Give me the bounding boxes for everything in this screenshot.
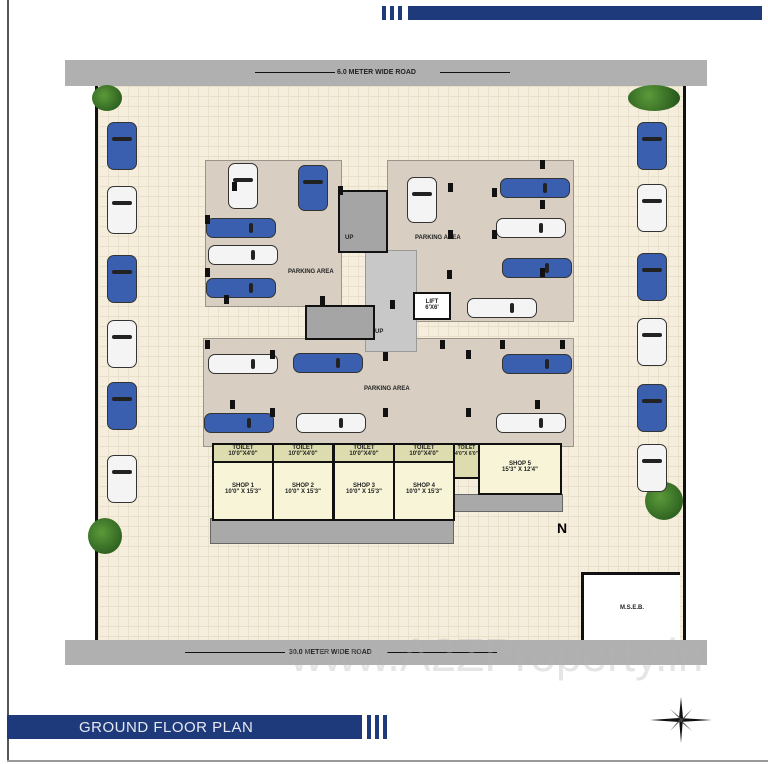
shop-frontage-strip (210, 518, 454, 544)
parking-label-right: PARKING AREA (415, 235, 461, 241)
car-icon (204, 413, 274, 433)
tree-icon (92, 85, 122, 111)
car-icon (208, 354, 278, 374)
compass-rose-icon (650, 697, 712, 743)
column (492, 230, 497, 239)
car-icon (208, 245, 278, 265)
staircase-upper: UP (338, 190, 388, 253)
column (492, 188, 497, 197)
car-icon (298, 165, 328, 211)
page-frame-left (7, 0, 9, 762)
column (540, 268, 545, 277)
car-icon (407, 177, 437, 223)
column (270, 350, 275, 359)
tree-icon (628, 85, 680, 111)
bottom-road: 30.0 METER WIDE ROAD (65, 640, 707, 665)
column (500, 340, 505, 349)
car-icon (637, 253, 667, 301)
north-label: N (557, 520, 568, 536)
car-icon (293, 353, 363, 373)
column (448, 183, 453, 192)
car-icon (502, 258, 572, 278)
top-road-label: 6.0 METER WIDE ROAD (337, 69, 416, 76)
tree-icon (88, 518, 122, 554)
column (447, 270, 452, 279)
top-banner (382, 6, 762, 20)
staircase-lower: UP (305, 305, 383, 340)
column (232, 182, 237, 191)
plan-title: GROUND FLOOR PLAN (79, 719, 254, 736)
car-icon (107, 122, 137, 170)
bottom-road-label: 30.0 METER WIDE ROAD (289, 649, 372, 656)
column (338, 186, 343, 195)
car-icon (637, 318, 667, 366)
car-icon (107, 382, 137, 430)
column (448, 230, 453, 239)
car-icon (206, 218, 276, 238)
car-icon (496, 413, 566, 433)
column (205, 268, 210, 277)
parking-label-center: PARKING AREA (364, 386, 410, 392)
car-icon (496, 218, 566, 238)
column (230, 400, 235, 409)
car-icon (637, 384, 667, 432)
page-frame-bottom (7, 760, 768, 762)
lift: LIFT 6'X6' (413, 292, 451, 320)
column (540, 160, 545, 169)
column (224, 295, 229, 304)
car-icon (296, 413, 366, 433)
column (205, 340, 210, 349)
car-icon (107, 255, 137, 303)
car-icon (107, 186, 137, 234)
top-road: 6.0 METER WIDE ROAD (65, 60, 707, 86)
column (560, 340, 565, 349)
car-icon (467, 298, 537, 318)
column (205, 215, 210, 224)
column (535, 400, 540, 409)
column (383, 408, 388, 417)
car-icon (637, 122, 667, 170)
column (383, 352, 388, 361)
watermark: www.A2ZProperty.in (290, 629, 704, 681)
mseb-room: M.S.E.B. (581, 572, 680, 640)
shop5-frontage-strip (453, 494, 563, 512)
car-icon (500, 178, 570, 198)
car-icon (637, 444, 667, 492)
column (466, 408, 471, 417)
footer-banner: GROUND FLOOR PLAN (7, 715, 391, 739)
column (440, 340, 445, 349)
car-icon (206, 278, 276, 298)
car-icon (502, 354, 572, 374)
car-icon (107, 455, 137, 503)
column (540, 200, 545, 209)
parking-label-left: PARKING AREA (288, 269, 334, 275)
column (320, 296, 325, 305)
car-icon (637, 184, 667, 232)
column (390, 300, 395, 309)
car-icon (107, 320, 137, 368)
column (270, 408, 275, 417)
column (466, 350, 471, 359)
